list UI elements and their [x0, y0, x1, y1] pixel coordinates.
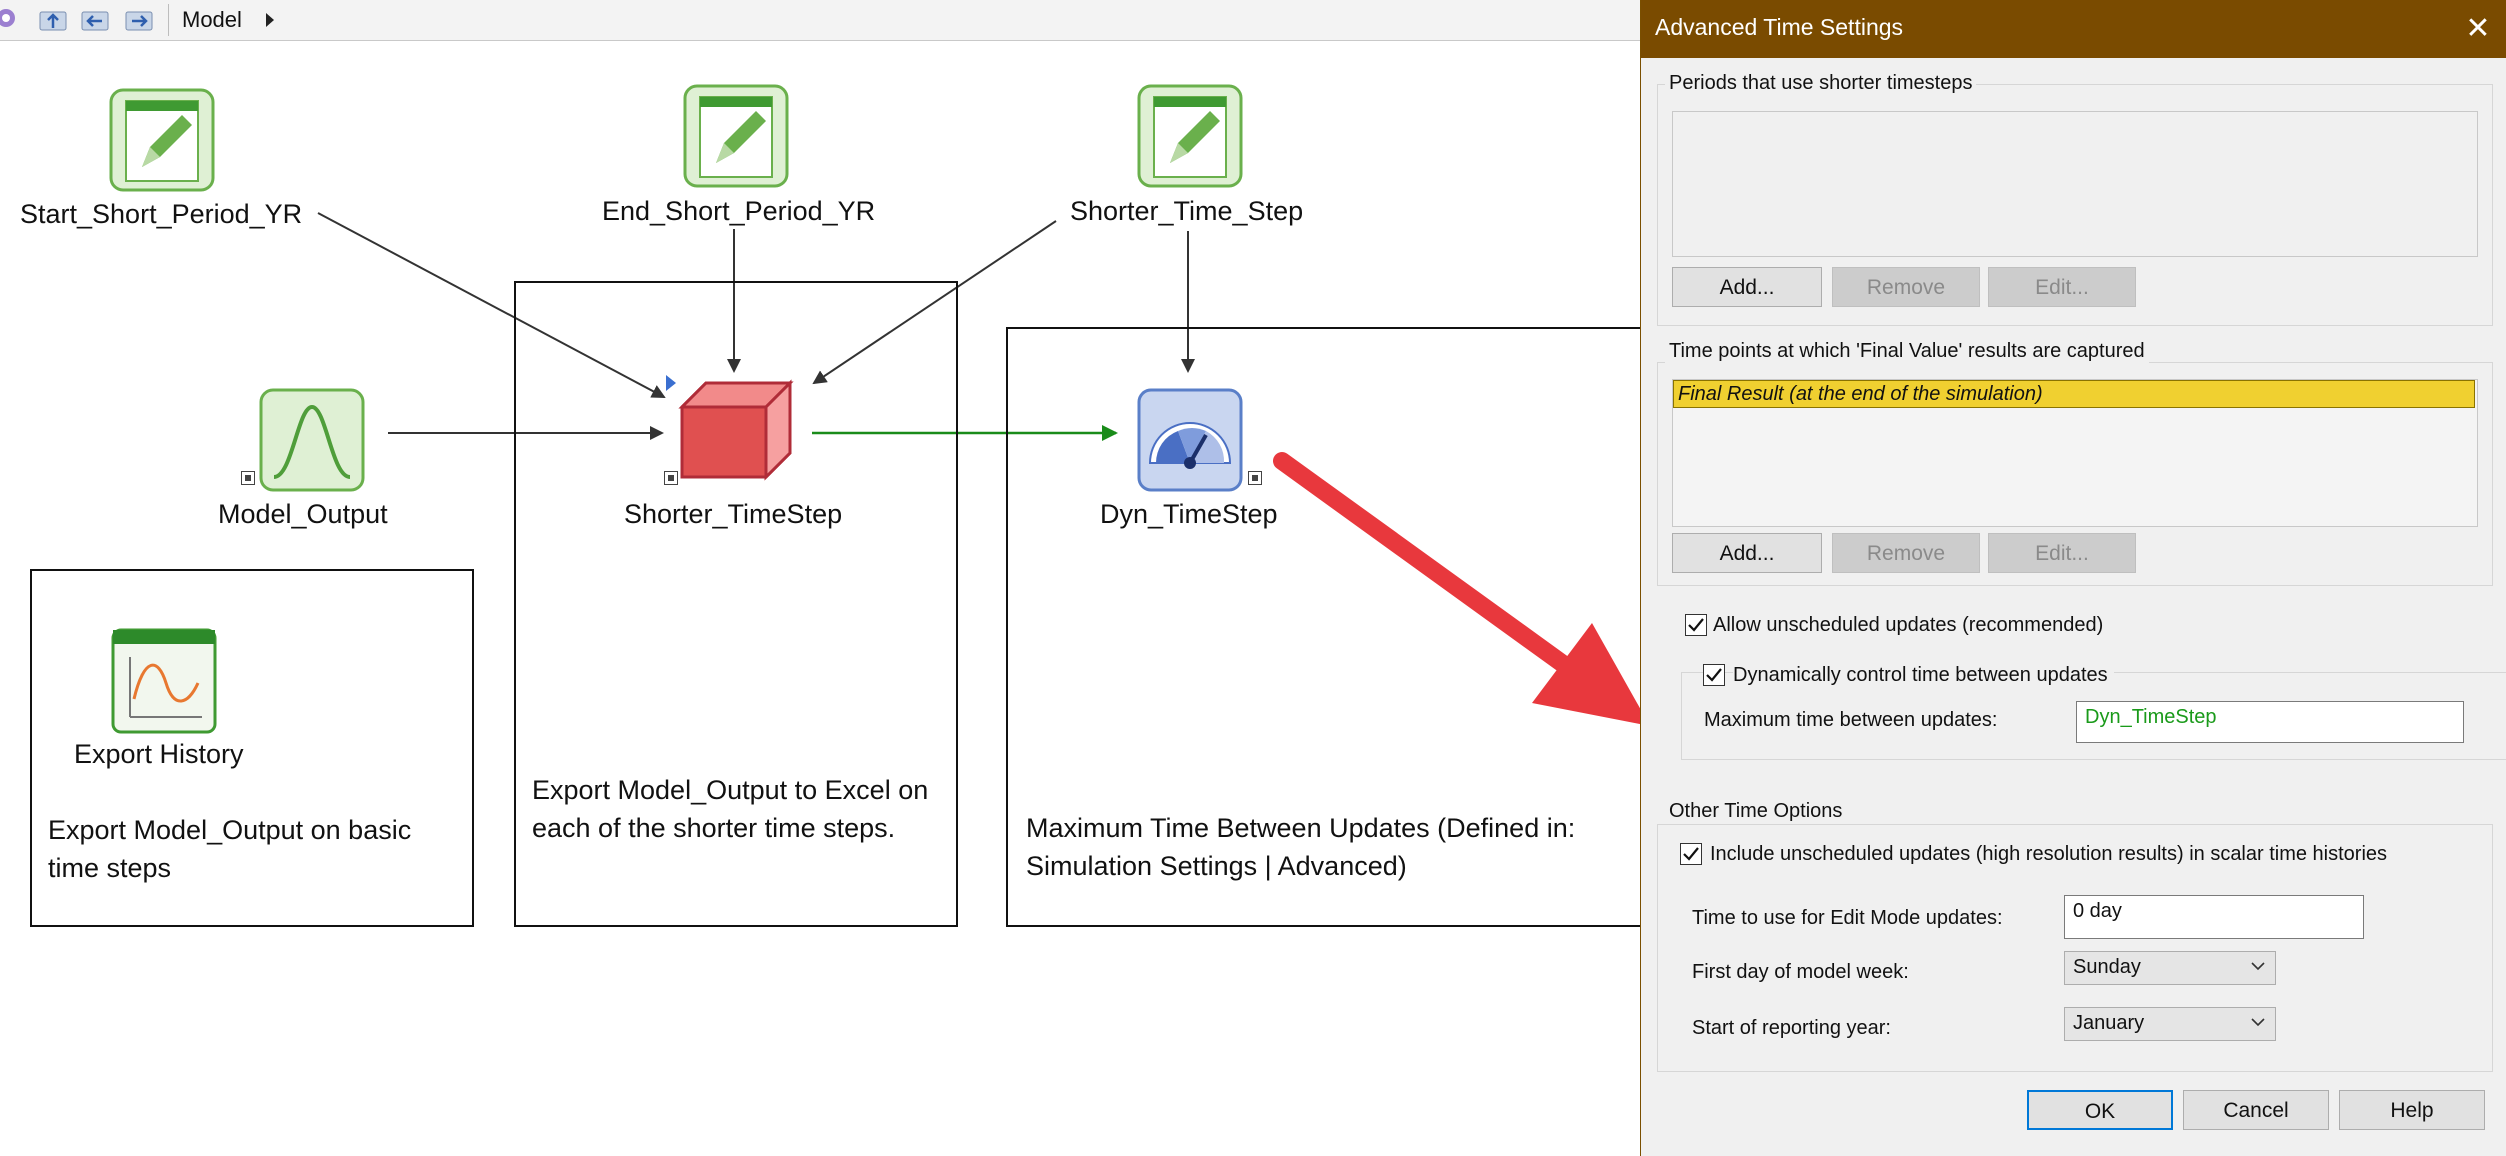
- data-element-icon[interactable]: [108, 87, 216, 198]
- other-options-group: Include unscheduled updates (high resolu…: [1657, 824, 2493, 1072]
- reporting-year-select[interactable]: January: [2064, 1007, 2276, 1041]
- expander-icon[interactable]: [664, 471, 678, 485]
- data-element-icon[interactable]: [1136, 83, 1244, 194]
- model-canvas[interactable]: Start_Short_Period_YR End_Short_Period_Y…: [0, 41, 1650, 1156]
- timepoints-remove-button[interactable]: Remove: [1832, 533, 1980, 573]
- home-icon[interactable]: [0, 6, 30, 32]
- folder-up-icon[interactable]: [38, 6, 68, 32]
- chevron-down-icon: [2251, 962, 2265, 971]
- chevron-down-icon: [2251, 1018, 2265, 1027]
- allow-unscheduled-label: Allow unscheduled updates (recommended): [1713, 614, 2104, 636]
- max-time-input[interactable]: Dyn_TimeStep: [2076, 701, 2464, 743]
- connector-arrows: [317, 212, 1195, 441]
- note-text-shorter: Export Model_Output to Excel on each of …: [532, 775, 929, 843]
- periods-remove-button[interactable]: Remove: [1832, 267, 1980, 307]
- first-day-value: Sunday: [2073, 956, 2141, 978]
- dynamic-control-checkbox[interactable]: [1703, 664, 1725, 686]
- close-icon[interactable]: ✕: [2465, 12, 2491, 45]
- dynamic-control-label: Dynamically control time between updates: [1733, 664, 2114, 687]
- data-element-icon[interactable]: [682, 83, 790, 194]
- timepoints-group-title: Time points at which 'Final Value' resul…: [1665, 340, 2149, 363]
- timepoints-listbox[interactable]: Final Result (at the end of the simulati…: [1672, 379, 2478, 527]
- node-label-shorter-time-step: Shorter_Time_Step: [1070, 196, 1304, 226]
- edit-mode-input[interactable]: 0 day: [2064, 895, 2364, 939]
- node-label-export-history: Export History: [74, 739, 244, 769]
- node-label-shorter-timestep: Shorter_TimeStep: [624, 499, 843, 529]
- cancel-button[interactable]: Cancel: [2183, 1090, 2329, 1130]
- first-day-label: First day of model week:: [1692, 961, 1909, 983]
- timepoint-item-final[interactable]: Final Result (at the end of the simulati…: [1673, 380, 2475, 408]
- folder-forward-icon[interactable]: [124, 6, 154, 32]
- note-box-max-time[interactable]: Maximum Time Between Updates (Defined in…: [1006, 327, 1642, 927]
- ok-button[interactable]: OK: [2027, 1090, 2173, 1130]
- breadcrumb[interactable]: Model: [182, 7, 242, 32]
- node-label-end-short-period: End_Short_Period_YR: [602, 196, 876, 226]
- expander-icon[interactable]: [1248, 471, 1262, 485]
- triangle-marker-icon: [666, 375, 676, 391]
- breadcrumb-arrow-icon[interactable]: [266, 13, 274, 27]
- help-button[interactable]: Help: [2339, 1090, 2485, 1130]
- timepoints-edit-button[interactable]: Edit...: [1988, 533, 2136, 573]
- node-label-start-short-period: Start_Short_Period_YR: [20, 199, 303, 229]
- container-cube-icon[interactable]: [666, 375, 802, 502]
- include-unscheduled-checkbox[interactable]: [1680, 843, 1702, 865]
- note-box-shorter[interactable]: Export Model_Output to Excel on each of …: [514, 281, 958, 927]
- advanced-time-settings-dialog: Advanced Time Settings ✕ Add... Remove E…: [1640, 0, 2506, 1156]
- allow-unscheduled-checkbox[interactable]: [1685, 614, 1707, 636]
- other-options-title: Other Time Options: [1665, 800, 1847, 823]
- gauge-icon[interactable]: [1136, 387, 1244, 498]
- arrow-steptime-to-container: [812, 220, 1057, 385]
- max-time-label: Maximum time between updates:: [1704, 709, 1998, 731]
- node-label-model-output: Model_Output: [218, 499, 388, 529]
- note-text-basic: Export Model_Output on basic time steps: [48, 815, 412, 883]
- periods-edit-button[interactable]: Edit...: [1988, 267, 2136, 307]
- dialog-title: Advanced Time Settings: [1655, 14, 1904, 40]
- folder-back-icon[interactable]: [80, 6, 110, 32]
- reporting-year-value: January: [2073, 1012, 2145, 1034]
- note-text-max-time: Maximum Time Between Updates (Defined in…: [1026, 813, 1576, 881]
- reporting-year-label: Start of reporting year:: [1692, 1017, 1891, 1039]
- note-box-basic[interactable]: Export History Export Model_Output on ba…: [30, 569, 474, 927]
- periods-group-title: Periods that use shorter timesteps: [1665, 72, 1977, 95]
- toolbar: Model: [0, 0, 1640, 41]
- edit-mode-label: Time to use for Edit Mode updates:: [1692, 907, 2003, 929]
- periods-group: Add... Remove Edit...: [1657, 84, 2493, 326]
- expander-icon[interactable]: [241, 471, 255, 485]
- first-day-select[interactable]: Sunday: [2064, 951, 2276, 985]
- export-chart-icon[interactable]: [110, 627, 218, 740]
- timepoints-add-button[interactable]: Add...: [1672, 533, 1822, 573]
- distribution-icon[interactable]: [258, 387, 366, 498]
- include-unscheduled-label: Include unscheduled updates (high resolu…: [1710, 843, 2388, 865]
- periods-listbox[interactable]: [1672, 111, 2478, 257]
- dialog-titlebar[interactable]: Advanced Time Settings ✕: [1641, 0, 2506, 58]
- annotation-arrow-icon: [1273, 452, 1650, 726]
- node-label-dyn-timestep: Dyn_TimeStep: [1100, 499, 1278, 529]
- arrow-start-to-container: [317, 212, 666, 398]
- toolbar-separator: [168, 4, 169, 36]
- timepoints-group: Final Result (at the end of the simulati…: [1657, 362, 2493, 586]
- periods-add-button[interactable]: Add...: [1672, 267, 1822, 307]
